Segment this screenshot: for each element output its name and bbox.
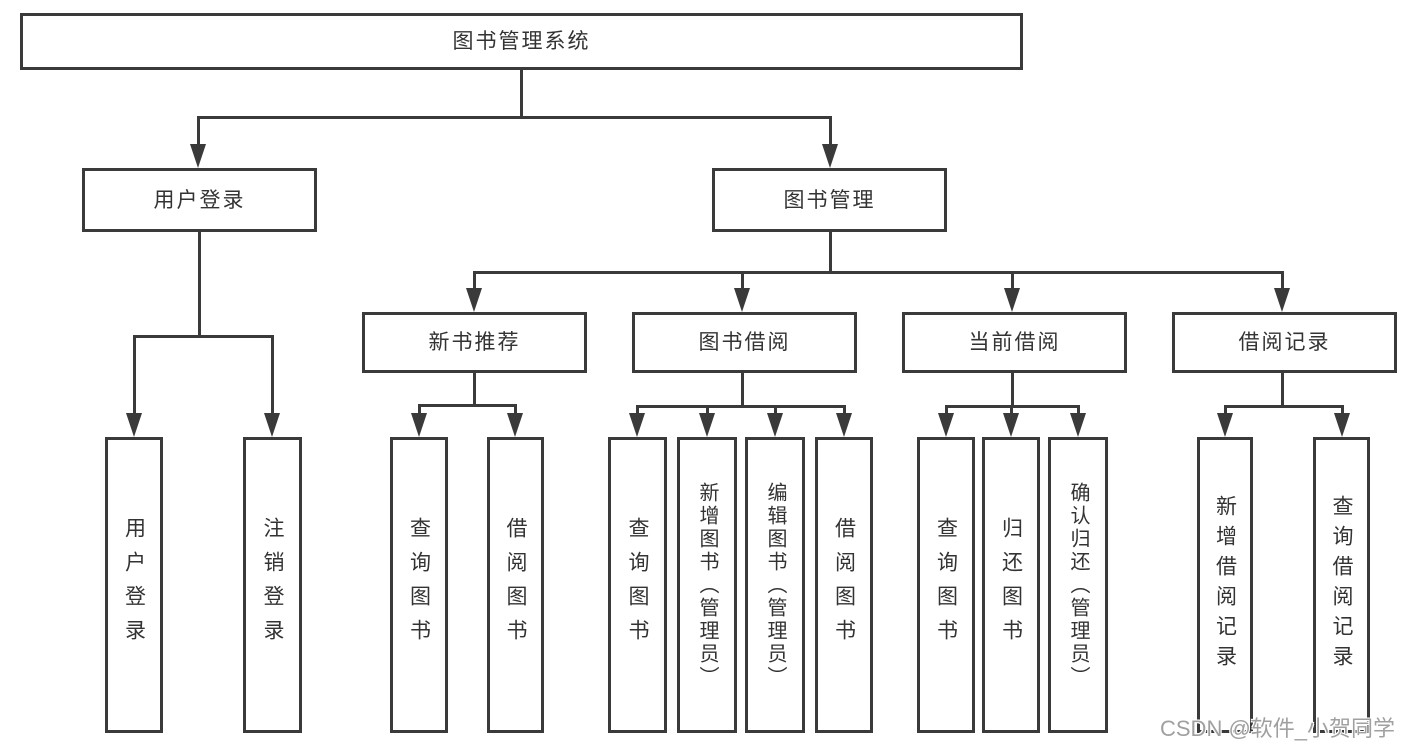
node-label: 当前借阅 [968,331,1061,354]
arrow-shaft [740,272,744,292]
node-leaf-logout: 注销登录 [243,437,302,733]
arrow-shaft [1009,406,1013,417]
arrow-shaft [417,405,421,417]
node-label: 借阅图书 [504,517,527,653]
node-label: 图书借阅 [698,331,791,354]
arrowhead-icon [734,288,750,312]
node-leaf-confirm-return-admin: 确认归还（管理员） [1048,437,1108,733]
node-label: 新增图书（管理员） [696,481,718,689]
node-label: 查询借阅记录 [1330,495,1353,675]
node-book-borrowing-module: 图书借阅 [632,312,857,373]
connector-rail [417,403,517,407]
arrow-shaft [196,117,200,148]
arrow-shaft [1340,406,1344,417]
node-label: 确认归还（管理员） [1067,481,1089,689]
node-leaf-add-books-admin: 新增图书（管理员） [677,437,737,733]
connector-stem [1010,373,1014,408]
arrowhead-icon [1274,288,1290,312]
arrow-shaft [773,406,777,417]
arrow-shaft [513,405,517,417]
arrowhead-icon [1070,413,1086,437]
arrowhead-icon [699,413,715,437]
node-leaf-borrow-books-borrowing: 借阅图书 [815,437,873,733]
arrowhead-icon [466,288,482,312]
node-leaf-edit-books-admin: 编辑图书（管理员） [745,437,805,733]
node-label: 借阅图书 [832,517,856,653]
arrowhead-icon [1003,413,1019,437]
arrow-shaft [1280,272,1284,292]
arrowhead-icon [264,413,280,437]
arrowhead-icon [190,144,206,168]
arrow-shaft [132,336,136,417]
arrow-shaft [472,272,476,292]
node-leaf-query-books-recommend: 查询图书 [390,437,448,733]
arrowhead-icon [1334,413,1350,437]
connector-stem [197,232,201,338]
connector-stem [740,373,744,408]
node-leaf-user-login: 用户登录 [105,437,163,733]
arrowhead-icon [507,413,523,437]
connector-rail [472,270,1284,274]
node-borrowing-records-module: 借阅记录 [1172,312,1397,373]
node-root-library-management-system: 图书管理系统 [20,13,1023,70]
node-label: 用户登录 [153,188,246,212]
connector-rail [132,334,274,338]
arrow-shaft [1076,406,1080,417]
connector-stem [472,373,476,407]
node-current-borrowing-module: 当前借阅 [902,312,1127,373]
node-label: 图书管理 [783,188,876,212]
node-leaf-borrow-books-recommend: 借阅图书 [487,437,544,733]
arrowhead-icon [836,413,852,437]
node-leaf-query-borrow-record: 查询借阅记录 [1313,437,1370,733]
arrow-shaft [705,406,709,417]
node-leaf-add-borrow-record: 新增借阅记录 [1197,437,1253,733]
connector-stem [1280,373,1284,408]
arrow-shaft [1010,272,1014,292]
arrow-shaft [1223,406,1227,417]
node-leaf-query-books-current: 查询图书 [917,437,975,733]
node-label: 图书管理系统 [452,30,591,53]
node-book-management-module: 图书管理 [712,168,947,232]
arrow-shaft [270,336,274,417]
arrowhead-icon [411,413,427,437]
arrowhead-icon [822,144,838,168]
arrow-shaft [635,406,639,417]
node-label: 注销登录 [261,517,284,653]
node-label: 编辑图书（管理员） [764,481,786,689]
node-new-book-recommend-module: 新书推荐 [362,312,587,373]
connector-stem [519,70,523,119]
node-label: 用户登录 [122,517,146,653]
node-label: 借阅记录 [1238,331,1331,354]
arrowhead-icon [1217,413,1233,437]
connector-rail [1223,404,1344,408]
node-label: 新增借阅记录 [1213,495,1237,675]
arrowhead-icon [938,413,954,437]
node-label: 查询图书 [407,517,431,653]
arrowhead-icon [767,413,783,437]
node-label: 查询图书 [626,517,649,653]
arrow-shaft [842,406,846,417]
node-label: 归还图书 [999,517,1023,653]
node-leaf-return-books: 归还图书 [982,437,1040,733]
connector-rail [196,115,832,119]
arrow-shaft [828,117,832,148]
connector-rail [635,404,846,408]
node-label: 查询图书 [934,517,958,653]
csdn-watermark: CSDN @软件_小贺同学 [1160,716,1396,741]
arrowhead-icon [629,413,645,437]
arrowhead-icon [1004,288,1020,312]
arrowhead-icon [126,413,142,437]
node-leaf-query-books-borrowing: 查询图书 [608,437,667,733]
arrow-shaft [944,406,948,417]
connector-stem [828,232,832,274]
node-user-login-module: 用户登录 [82,168,317,232]
node-label: 新书推荐 [428,331,521,354]
